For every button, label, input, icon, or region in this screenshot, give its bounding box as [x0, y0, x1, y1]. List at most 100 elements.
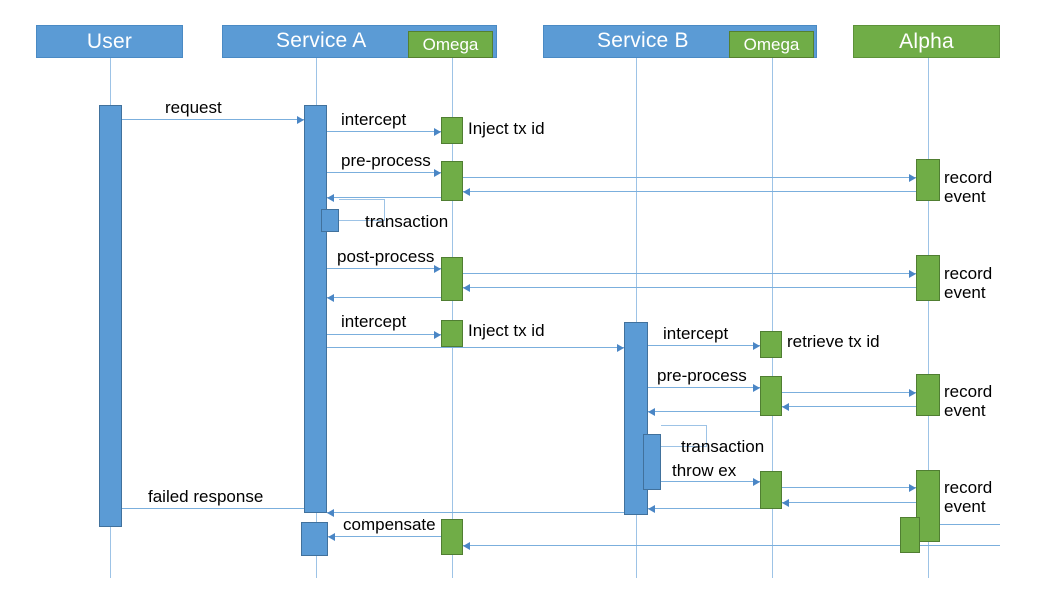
messageline-m-rec-1-back	[463, 191, 916, 192]
message-label-lbl-compensate: compensate	[343, 515, 436, 534]
messageline-m-pre-return-2	[648, 411, 760, 412]
message-label-lbl-intercept-2: intercept	[341, 312, 407, 331]
arrowhead-m-throw-ex	[753, 478, 760, 486]
messageline-m-rec-2-back	[463, 287, 916, 288]
message-label-lbl-pre-process-1: pre-process	[341, 151, 431, 170]
messageline-m-compensate	[328, 536, 441, 537]
activation-b-act	[624, 322, 648, 515]
activation-oa-5	[441, 519, 463, 555]
participant-header-user[interactable]: User	[36, 25, 183, 58]
messageline-m-call-b	[327, 347, 624, 348]
messageline-m-throw-ex	[661, 481, 760, 482]
participant-label-service_b: Service B	[597, 29, 689, 52]
messageline-m-b-return	[648, 508, 760, 509]
message-label-lbl-transaction-2: transaction	[681, 437, 765, 456]
activation-oa-1	[441, 117, 463, 144]
message-label-lbl-transaction-1: transaction	[365, 212, 449, 231]
participant-label-alpha: Alpha	[899, 29, 954, 53]
arrowhead-m-b-return	[648, 505, 655, 513]
message-label-lbl-pre-process-2: pre-process	[657, 366, 747, 385]
participant-badge-service_b[interactable]: Omega	[729, 31, 814, 58]
messageline-m-pre-process-1	[327, 172, 441, 173]
messageline-m-intercept-1	[327, 131, 441, 132]
activation-user-act	[99, 105, 122, 527]
arrowhead-m-rec-1-back	[463, 188, 470, 196]
lifeline-service_a-omega	[452, 58, 453, 578]
message-label-lbl-failed: failed response	[148, 487, 264, 506]
messageline-m-rec-3-back	[782, 406, 916, 407]
messageline-m-alpha-comp	[900, 524, 1000, 525]
message-label-lbl-post-process: post-process	[337, 247, 435, 266]
arrowhead-m-intercept-2	[434, 331, 441, 339]
messageline-m-rec-4-out	[782, 487, 916, 488]
arrowhead-m-b-to-a	[327, 509, 334, 517]
arrowhead-m-alpha-to-oa	[463, 542, 470, 550]
participant-header-alpha[interactable]: Alpha	[853, 25, 1000, 58]
lifeline-service_b-omega	[772, 58, 773, 578]
arrowhead-m-compensate	[328, 533, 335, 541]
note-note-inject-2: Inject tx id	[468, 321, 545, 340]
note-note-inject-1: Inject tx id	[468, 119, 545, 138]
activation-al-4	[916, 470, 940, 542]
arrowhead-m-rec-1-out	[909, 174, 916, 182]
activation-ob-1	[760, 331, 782, 358]
message-label-lbl-intercept-3: intercept	[663, 324, 729, 343]
messageline-m-post-return	[327, 297, 441, 298]
arrowhead-m-call-b	[617, 344, 624, 352]
arrowhead-m-rec-4-out	[909, 484, 916, 492]
selfcall-m-transaction-2	[661, 425, 707, 447]
activation-b-self	[643, 434, 661, 490]
activation-oa-3	[441, 257, 463, 301]
messageline-m-request	[110, 119, 304, 120]
messageline-m-pre-process-2	[648, 387, 760, 388]
arrowhead-m-pre-return-2	[648, 408, 655, 416]
arrowhead-m-rec-2-back	[463, 284, 470, 292]
participant-label-user: User	[86, 29, 133, 53]
activation-oa-2	[441, 161, 463, 201]
activation-al-3	[916, 374, 940, 416]
arrowhead-m-pre-process-2	[753, 384, 760, 392]
arrowhead-m-rec-4-back	[782, 499, 789, 507]
arrowhead-m-post-return	[327, 294, 334, 302]
arrowhead-m-intercept-3	[753, 342, 760, 350]
activation-a-self	[321, 209, 339, 232]
activation-al-1	[916, 159, 940, 201]
arrowhead-m-pre-process-1	[434, 169, 441, 177]
activation-al-2	[916, 255, 940, 301]
messageline-m-rec-1-out	[463, 177, 916, 178]
arrowhead-m-rec-2-out	[909, 270, 916, 278]
messageline-m-rec-3-out	[782, 392, 916, 393]
messageline-m-b-to-a	[327, 512, 624, 513]
messageline-m-post-process	[327, 268, 441, 269]
message-label-lbl-intercept-1: intercept	[341, 110, 407, 129]
activation-ob-3	[760, 471, 782, 509]
arrowhead-m-pre-return-1	[327, 194, 334, 202]
messageline-m-intercept-3	[648, 345, 760, 346]
messageline-m-rec-2-out	[463, 273, 916, 274]
arrowhead-m-rec-3-out	[909, 389, 916, 397]
lifeline-service_b	[636, 58, 637, 578]
messageline-m-rec-4-back	[782, 502, 916, 503]
activation-oa-4	[441, 320, 463, 347]
selfcall-m-transaction-1	[339, 199, 385, 221]
activation-al-5	[900, 517, 920, 553]
messageline-m-intercept-2	[327, 334, 441, 335]
arrowhead-m-request	[297, 116, 304, 124]
message-label-lbl-throw-ex: throw ex	[672, 461, 737, 480]
arrowhead-m-intercept-1	[434, 128, 441, 136]
participant-badge-service_a[interactable]: Omega	[408, 31, 493, 58]
arrowhead-m-post-process	[434, 265, 441, 273]
activation-a-comp	[301, 522, 328, 556]
participant-label-service_a: Service A	[276, 29, 367, 52]
activation-a-act	[304, 105, 327, 513]
messageline-m-alpha-to-oa	[463, 545, 1000, 546]
activation-ob-2	[760, 376, 782, 416]
message-label-lbl-request: request	[165, 98, 222, 117]
note-note-retrieve: retrieve tx id	[787, 332, 880, 351]
lifeline-alpha	[928, 58, 929, 578]
arrowhead-m-rec-3-back	[782, 403, 789, 411]
